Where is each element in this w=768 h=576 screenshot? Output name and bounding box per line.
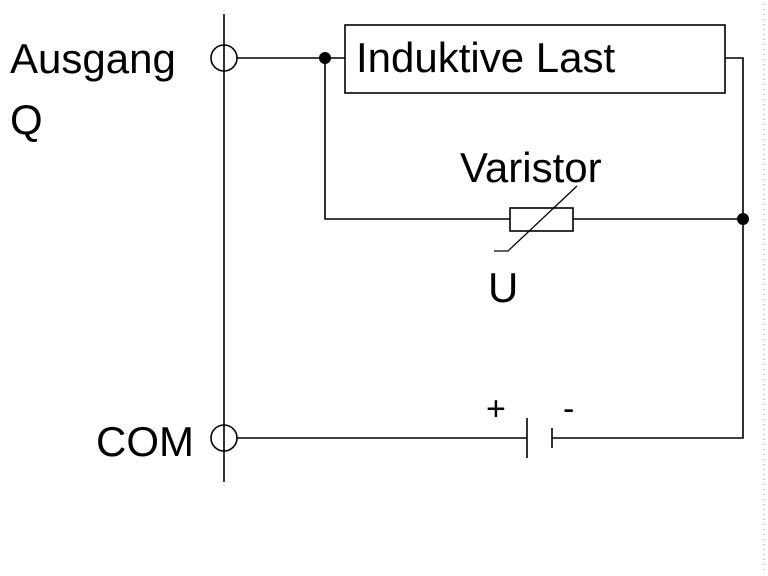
output-label-line2: Q (10, 96, 43, 143)
battery-plus-label: + (486, 390, 506, 428)
varistor-diagonal-symbol (494, 185, 578, 252)
varistor-label: Varistor (460, 144, 602, 191)
junction-dot-right (737, 213, 749, 225)
varistor-left-wire (324, 58, 510, 220)
com-label: COM (96, 418, 194, 465)
load-label: Induktive Last (356, 34, 615, 81)
battery-minus-label: - (563, 390, 574, 428)
right-return-wire (552, 57, 744, 439)
varistor-symbol-label: U (488, 264, 518, 311)
inductive-load-box (344, 24, 726, 94)
output-label-line1: Ausgang (10, 35, 176, 82)
